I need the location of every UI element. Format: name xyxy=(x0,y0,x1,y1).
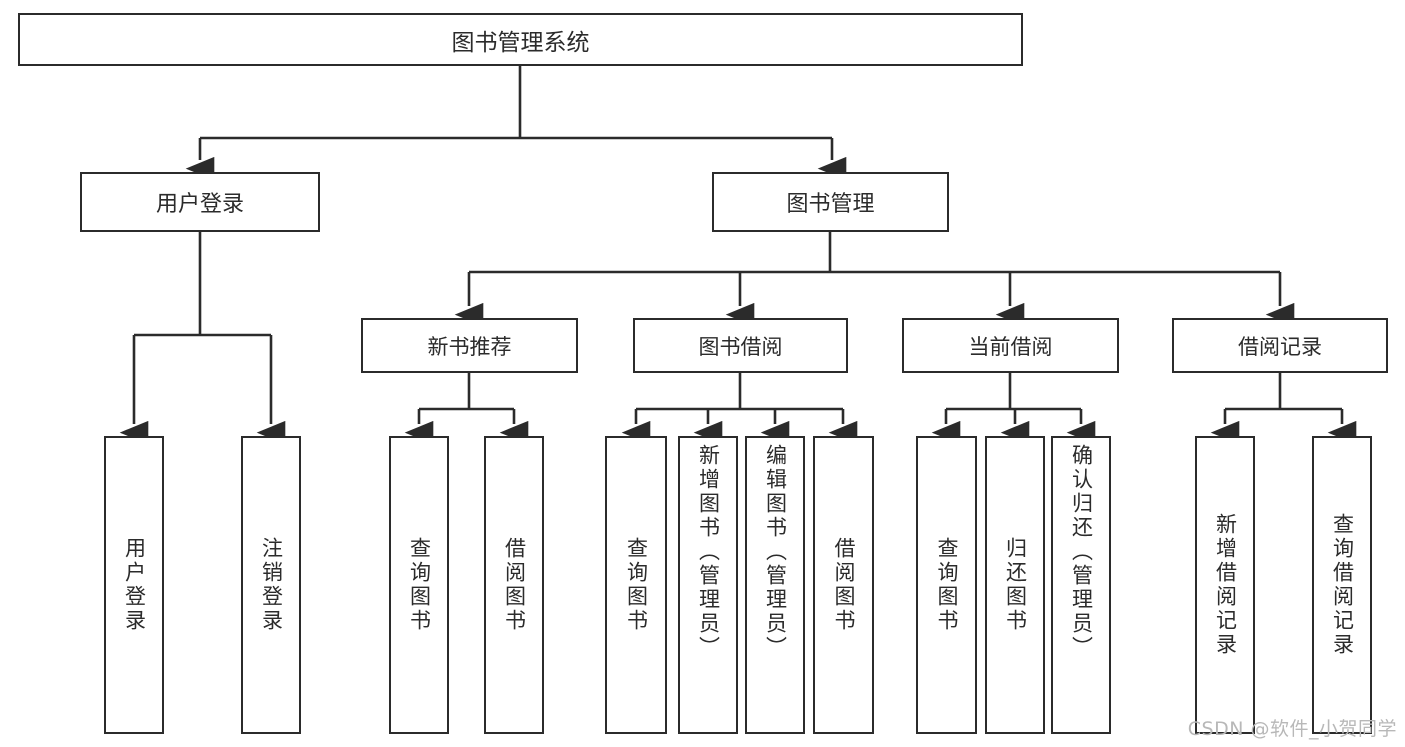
leaf-add-borrow-record-label: 新增借阅记录 xyxy=(1213,513,1238,657)
leaf-return-book-label: 归还图书 xyxy=(1003,537,1028,633)
node-current-borrow[interactable]: 当前借阅 xyxy=(902,318,1119,373)
leaf-query-borrow-record[interactable]: 查询借阅记录 xyxy=(1312,436,1372,734)
node-borrow-record-label: 借阅记录 xyxy=(1238,334,1322,359)
node-new-book-recommend[interactable]: 新书推荐 xyxy=(361,318,578,373)
leaf-add-book-admin-label: 新增图书（管理员） xyxy=(696,444,721,660)
leaf-query-book-recommend[interactable]: 查询图书 xyxy=(389,436,449,734)
leaf-borrow-book-label: 借阅图书 xyxy=(832,537,856,633)
leaf-query-book-borrow-label: 查询图书 xyxy=(624,537,649,633)
leaf-borrow-book-recommend-label: 借阅图书 xyxy=(502,537,527,633)
node-current-borrow-label: 当前借阅 xyxy=(968,334,1053,359)
node-root[interactable]: 图书管理系统 xyxy=(18,13,1023,66)
leaf-add-book-admin-inner: 新增图书（管理员） xyxy=(680,438,736,732)
leaf-add-book-admin[interactable]: 新增图书（管理员） xyxy=(678,436,738,734)
leaf-borrow-book[interactable]: 借阅图书 xyxy=(813,436,874,734)
leaf-add-borrow-record-inner: 新增借阅记录 xyxy=(1197,438,1253,732)
leaf-confirm-return-admin-inner: 确认归还（管理员） xyxy=(1053,438,1109,732)
leaf-query-book-borrow[interactable]: 查询图书 xyxy=(605,436,667,734)
watermark-text: CSDN @软件_小贺同学 xyxy=(1187,718,1397,740)
leaf-return-book[interactable]: 归还图书 xyxy=(985,436,1045,734)
leaf-edit-book-admin[interactable]: 编辑图书（管理员） xyxy=(745,436,805,734)
node-book-borrow-label: 图书借阅 xyxy=(698,334,783,359)
leaf-confirm-return-admin[interactable]: 确认归还（管理员） xyxy=(1051,436,1111,734)
leaf-query-book-current-label: 查询图书 xyxy=(935,537,959,633)
leaf-query-book-recommend-inner: 查询图书 xyxy=(391,438,447,732)
leaf-user-login-inner: 用户登录 xyxy=(106,438,162,732)
leaf-logout[interactable]: 注销登录 xyxy=(241,436,301,734)
node-user-login[interactable]: 用户登录 xyxy=(80,172,320,232)
leaf-logout-label: 注销登录 xyxy=(259,537,284,633)
node-new-book-recommend-label: 新书推荐 xyxy=(427,334,512,359)
leaf-user-login[interactable]: 用户登录 xyxy=(104,436,164,734)
leaf-borrow-book-recommend-inner: 借阅图书 xyxy=(486,438,542,732)
leaf-return-book-inner: 归还图书 xyxy=(987,438,1043,732)
node-root-label: 图书管理系统 xyxy=(451,29,590,56)
leaf-user-login-label: 用户登录 xyxy=(122,537,147,633)
node-borrow-record[interactable]: 借阅记录 xyxy=(1172,318,1388,373)
leaf-query-borrow-record-inner: 查询借阅记录 xyxy=(1314,438,1370,732)
leaf-edit-book-admin-inner: 编辑图书（管理员） xyxy=(747,438,803,732)
leaf-query-book-current-inner: 查询图书 xyxy=(918,438,975,732)
leaf-borrow-book-inner: 借阅图书 xyxy=(815,438,872,732)
node-user-login-label: 用户登录 xyxy=(155,192,244,217)
leaf-query-book-current[interactable]: 查询图书 xyxy=(916,436,977,734)
node-book-management-label: 图书管理 xyxy=(786,192,875,217)
leaf-query-book-recommend-label: 查询图书 xyxy=(407,537,432,633)
leaf-borrow-book-recommend[interactable]: 借阅图书 xyxy=(484,436,544,734)
node-book-borrow[interactable]: 图书借阅 xyxy=(633,318,848,373)
leaf-add-borrow-record[interactable]: 新增借阅记录 xyxy=(1195,436,1255,734)
leaf-confirm-return-admin-label: 确认归还（管理员） xyxy=(1069,444,1094,660)
leaf-query-borrow-record-label: 查询借阅记录 xyxy=(1330,513,1355,657)
leaf-edit-book-admin-label: 编辑图书（管理员） xyxy=(763,444,788,660)
leaf-logout-inner: 注销登录 xyxy=(243,438,299,732)
node-book-management[interactable]: 图书管理 xyxy=(712,172,949,232)
leaf-query-book-borrow-inner: 查询图书 xyxy=(607,438,665,732)
